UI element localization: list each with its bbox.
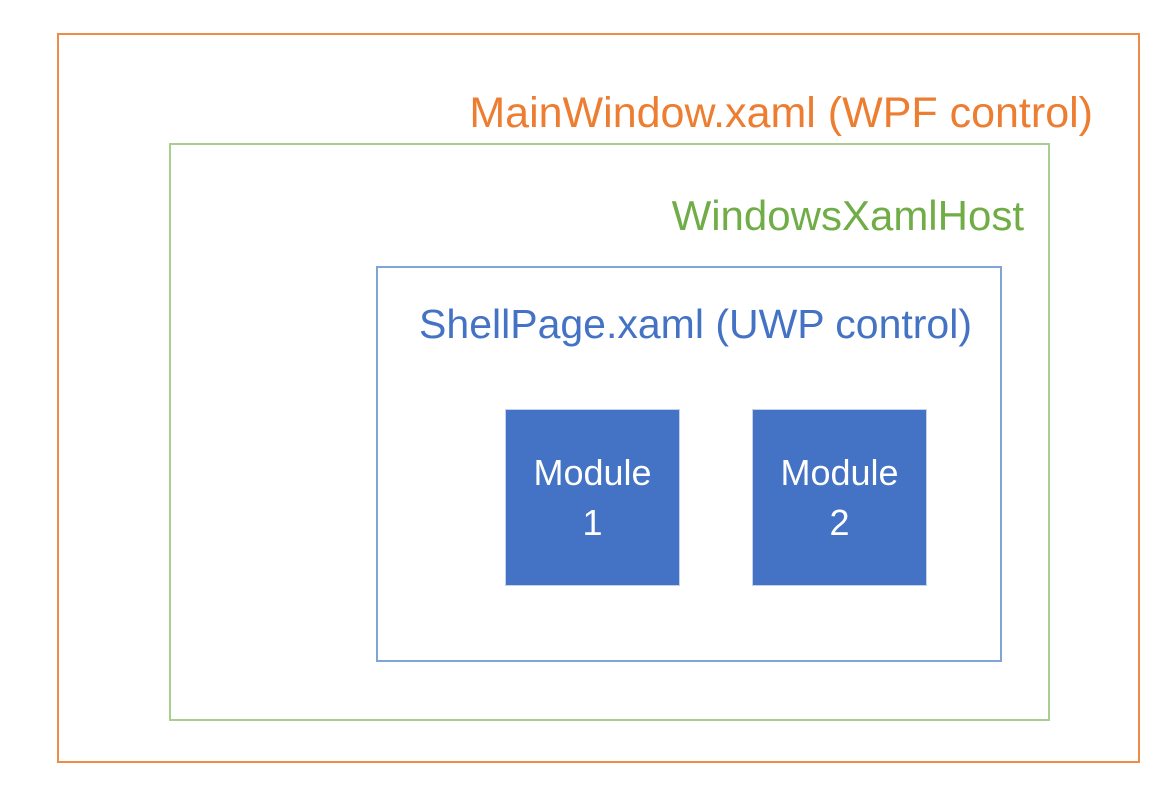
- wpf-container-mainwindow: MainWindow.xaml (WPF control) WindowsXam…: [57, 33, 1140, 763]
- module-tile-2-index: 2: [829, 501, 850, 543]
- uwp-container-shellpage: ShellPage.xaml (UWP control) Module 1 Mo…: [376, 266, 1002, 662]
- module-tile-2-name: Module: [780, 451, 899, 493]
- module-tile-1: Module 1: [505, 409, 680, 586]
- module-tile-1-name: Module: [533, 451, 652, 493]
- windowsxamlhost-container-label: WindowsXamlHost: [671, 192, 1024, 239]
- uwp-container-label: ShellPage.xaml (UWP control): [419, 301, 972, 347]
- module-group: Module 1 Module 2: [505, 409, 927, 586]
- windowsxamlhost-container: WindowsXamlHost ShellPage.xaml (UWP cont…: [169, 143, 1050, 721]
- module-tile-1-index: 1: [582, 501, 603, 543]
- wpf-container-label: MainWindow.xaml (WPF control): [469, 89, 1093, 137]
- module-tile-2: Module 2: [752, 409, 927, 586]
